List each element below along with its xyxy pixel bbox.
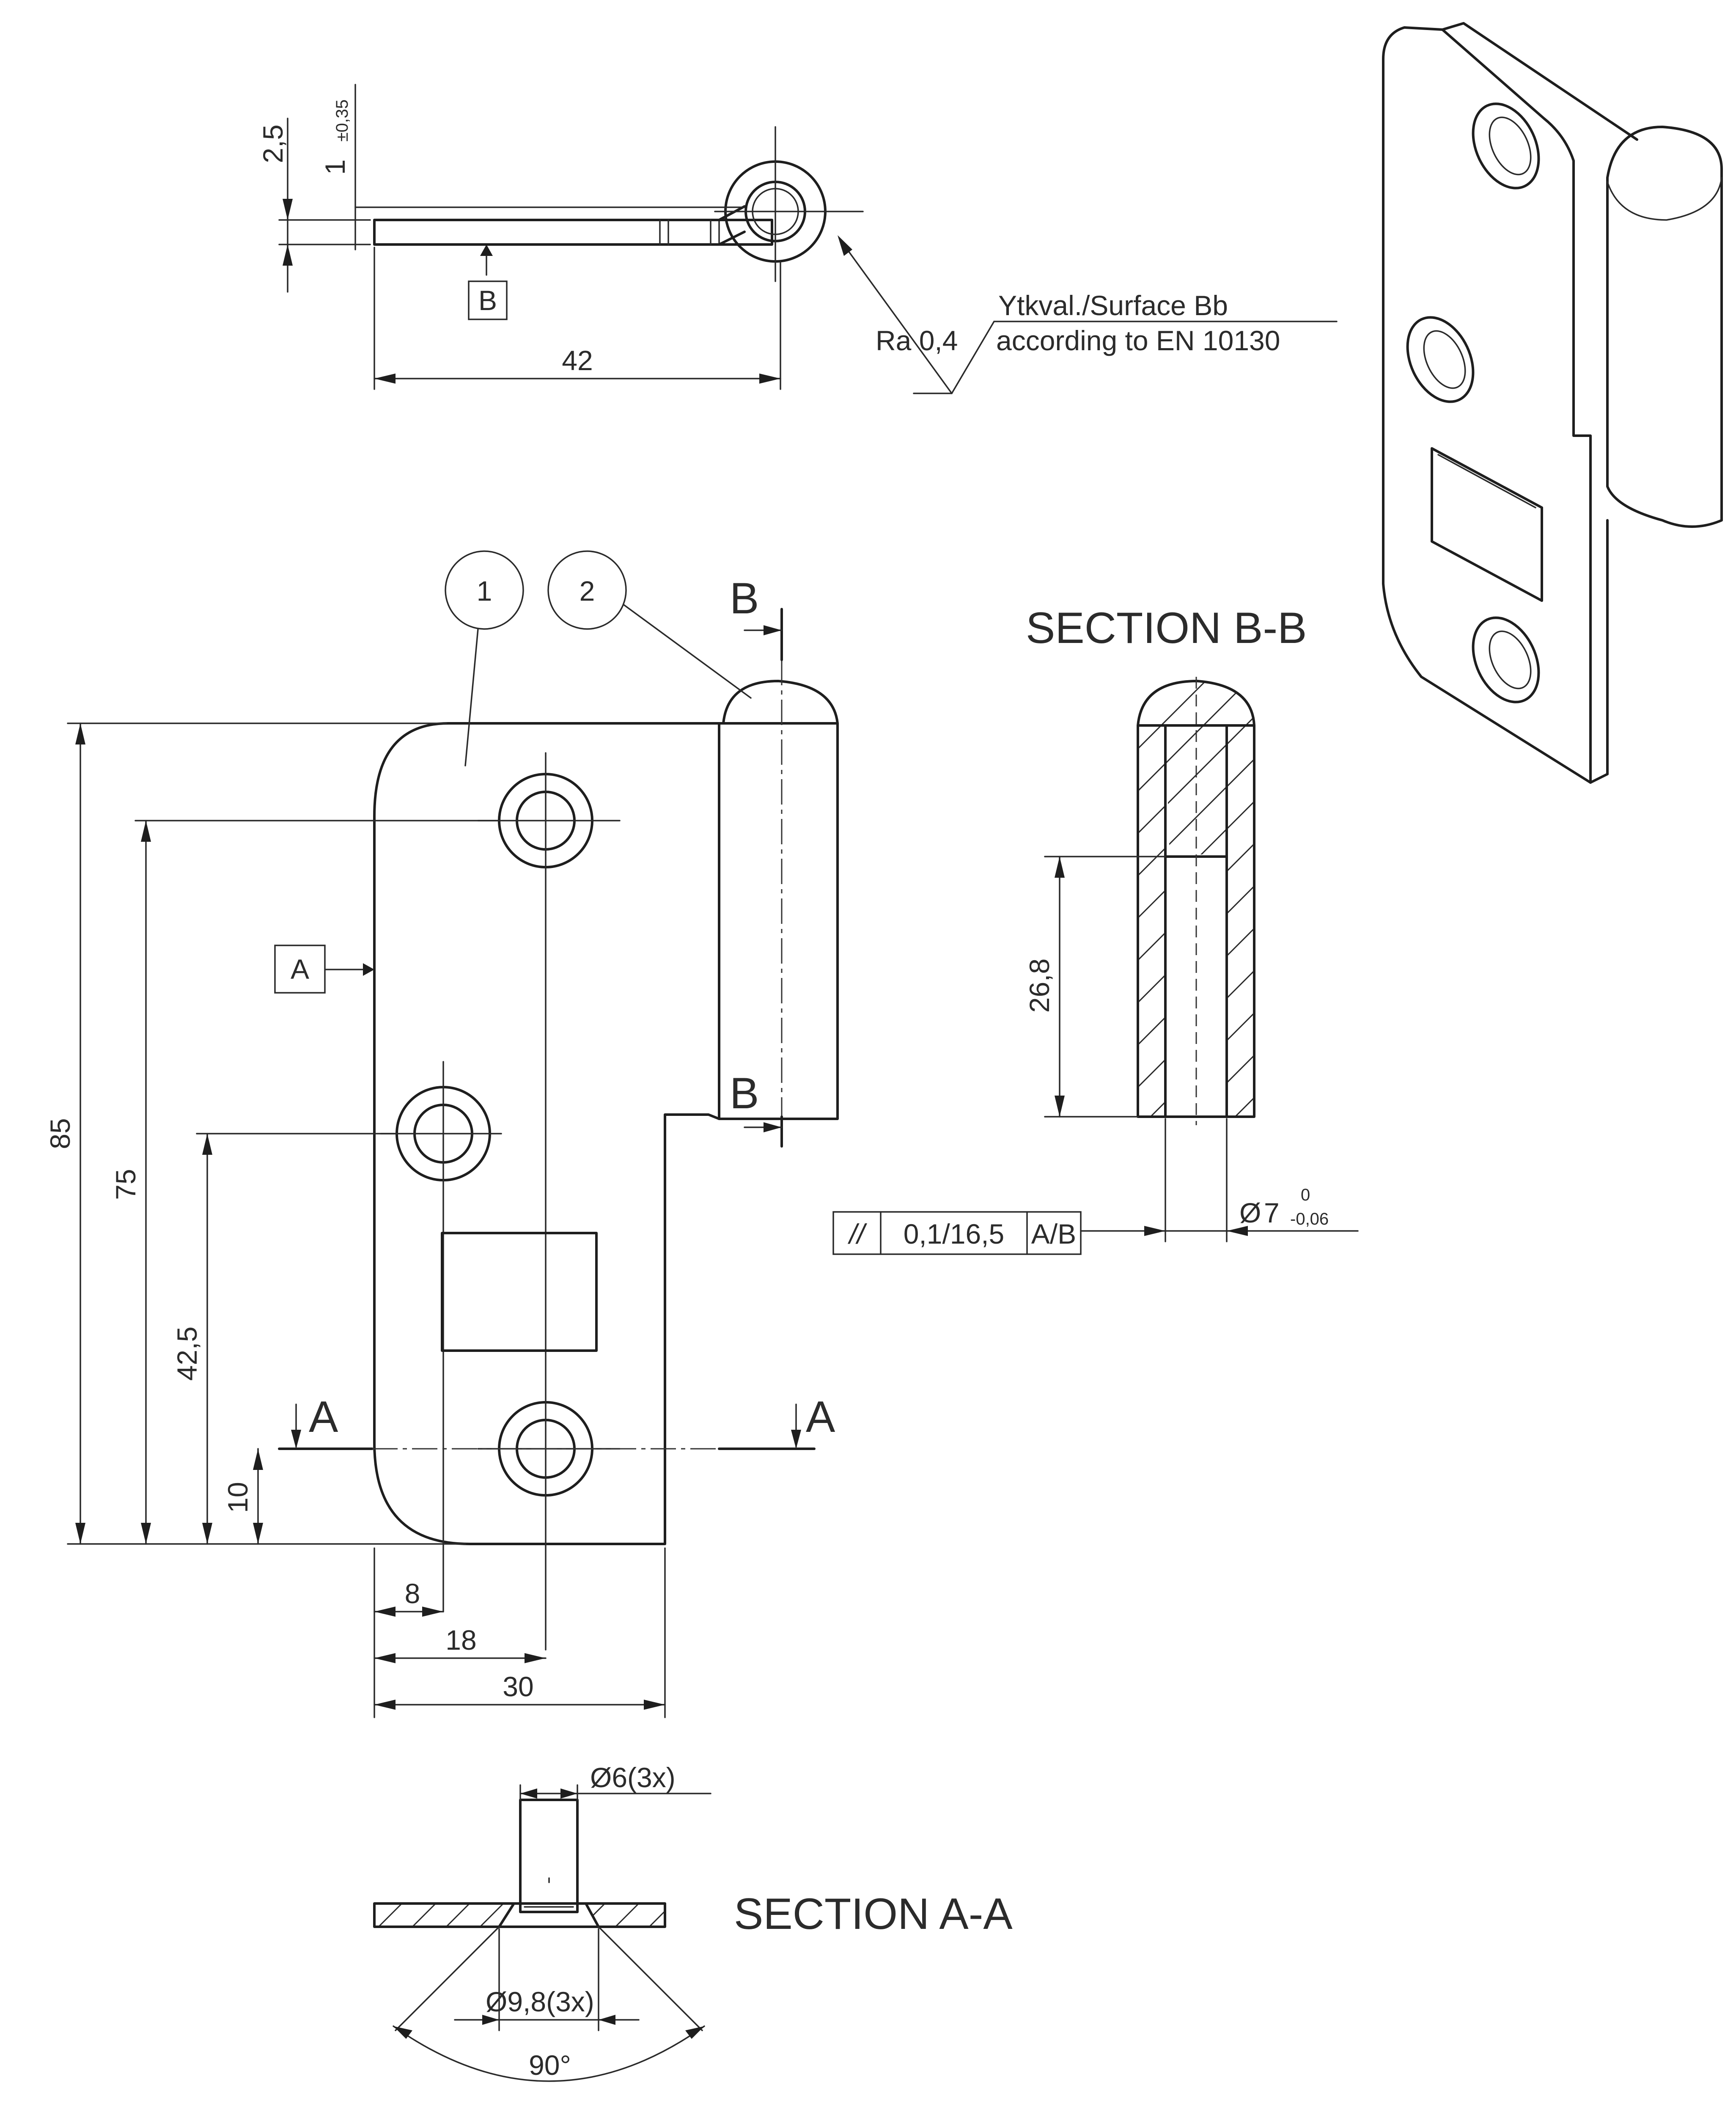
dim-2-5: 2,5 [257,124,288,163]
dim-30: 30 [503,1671,533,1702]
dim-85: 85 [44,1118,76,1149]
datum-b-triangle [480,244,493,256]
angle-90: 90° [529,2049,571,2081]
section-bb-outline [1137,680,1255,1118]
section-aa-pin [519,1799,579,1905]
isometric-view [1382,22,1723,784]
dim-1-tolerance: 1 [319,159,351,175]
section-a-marker-left: A [309,1393,338,1442]
dim-18: 18 [445,1624,476,1656]
dim-75: 75 [110,1169,141,1200]
datum-a-box [274,945,326,994]
section-aa-title: SECTION A-A [734,1890,1013,1939]
section-b-marker-bottom: B [730,1069,759,1118]
dia-7-symbol: Ø [1239,1197,1261,1228]
dim-1-tolerance-sub: ±0,35 [333,99,352,142]
datum-a-triangle [363,963,374,976]
section-bb-view: SECTION B-B 26,8 Ø 7 0 -0,06 [832,604,1359,1255]
front-view: A A B B A 1 2 85 75 [44,550,839,1718]
section-aa-plate [373,1902,666,1928]
dia-7-tol-upper: 0 [1301,1186,1310,1204]
iso-hole-mid [1406,316,1475,403]
dia-6-3x: Ø6(3x) [590,1762,676,1793]
iso-hole-bottom [1472,616,1540,703]
datum-a-label: A [291,953,309,985]
dim-26-8: 26,8 [1024,959,1055,1013]
iso-knuckle [1606,126,1723,528]
top-view: B 2,5 1 ±0,35 42 Ytkval./Surface Bb acco… [257,84,1338,394]
fcf-datum: A/B [1031,1218,1076,1250]
surface-quality-line2: according to EN 10130 [996,325,1280,356]
dim-42-5: 42,5 [171,1327,203,1381]
balloon-1 [445,550,524,630]
datum-b-box [468,280,508,320]
iso-plate-outline [1382,26,1592,784]
dim-42: 42 [562,345,593,376]
dim-10: 10 [222,1482,253,1513]
fcf-parallelism-symbol: // [848,1218,868,1250]
roughness-value: Ra 0,4 [876,325,958,356]
dia-9-8-3x: Ø9,8(3x) [486,1986,594,2017]
rectangular-slot [441,1232,598,1352]
fcf-tolerance: 0,1/16,5 [904,1218,1005,1250]
section-b-marker-top: B [730,574,759,623]
section-a-marker-right: A [806,1393,835,1442]
section-bb-title: SECTION B-B [1026,604,1307,653]
surface-quality-line1: Ytkval./Surface Bb [998,290,1228,321]
angle-arc [393,2025,705,2082]
dia-7-tol-lower: -0,06 [1290,1210,1329,1228]
section-aa-view: SECTION A-A Ø6(3x) Ø9,8(3x) [373,1762,1013,2082]
top-view-plate [373,219,773,246]
balloon-1-label: 1 [477,575,492,607]
iso-hole-top [1472,102,1540,190]
feature-control-frame: // 0,1/16,5 A/B [832,1211,1082,1255]
dia-7-value: 7 [1264,1197,1280,1228]
datum-b-label: B [478,285,497,316]
iso-rect-cutout [1431,447,1543,602]
knuckle-top-dome [722,680,839,725]
balloon-2 [547,550,627,630]
section-bb-hatch [1138,681,1254,1117]
dim-8: 8 [405,1578,420,1609]
balloon-2-label: 2 [580,575,595,607]
